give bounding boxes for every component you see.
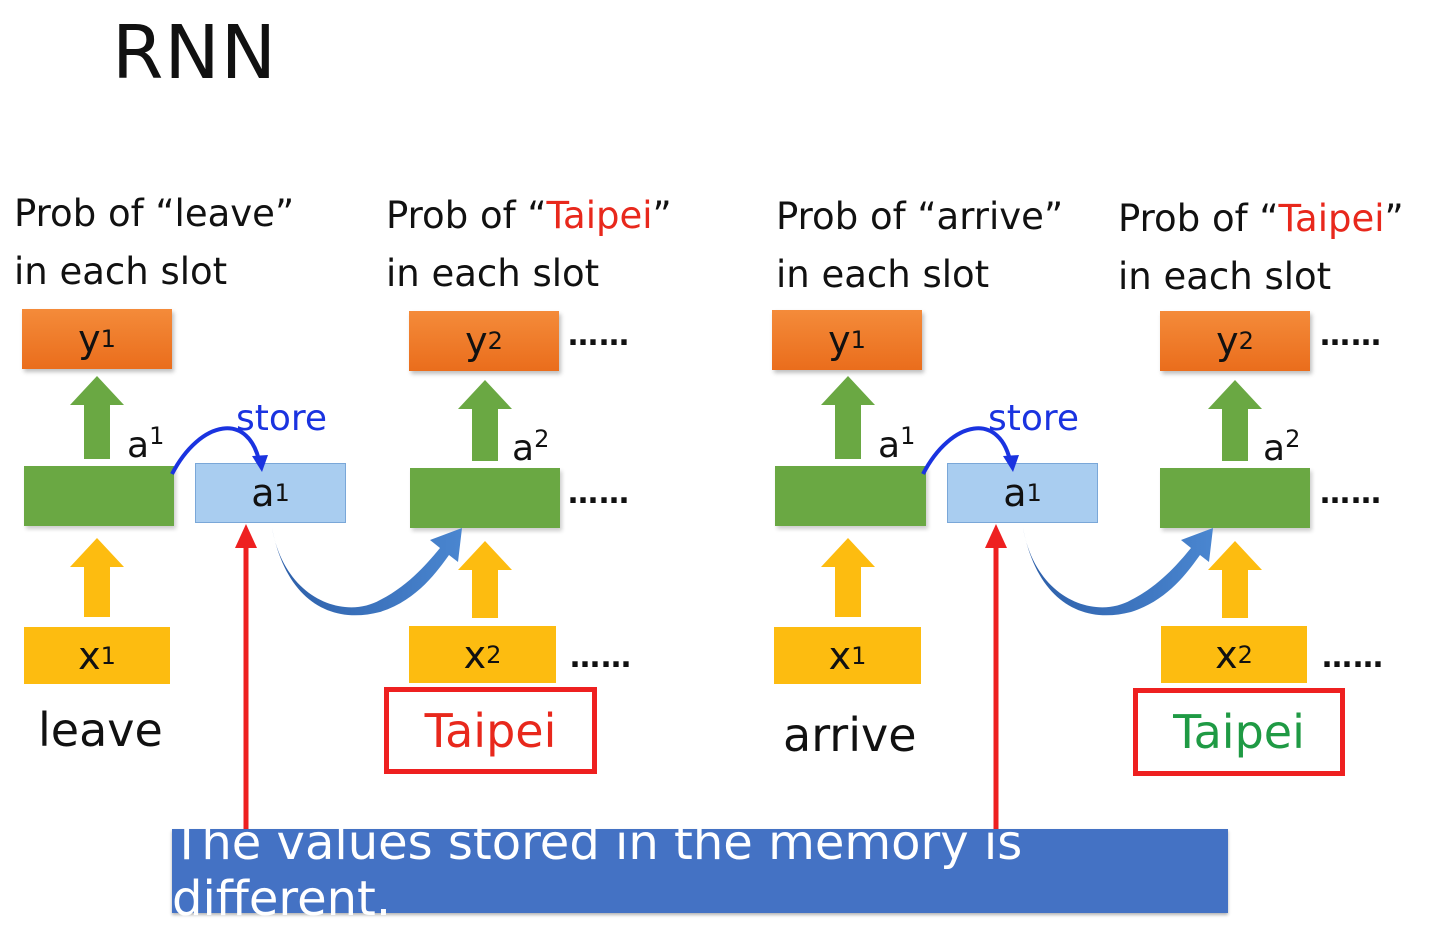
memory-label: a (1003, 471, 1027, 515)
output-label: y (828, 318, 851, 362)
hidden-label-sup: 1 (900, 422, 916, 450)
hidden-label-a1: a1 (127, 422, 165, 466)
caption-text: ” (274, 192, 295, 235)
hidden-label-a1: a1 (878, 422, 916, 466)
caption-2-1: Prob of “arrive” in each slot (776, 188, 1063, 304)
caption-text: Prob of “ (14, 192, 175, 235)
caption-1-1: Prob of “leave” in each slot (14, 185, 294, 301)
store-label: store (988, 398, 1080, 439)
ellipsis: …… (570, 640, 632, 675)
caption-word: Taipei (1278, 197, 1385, 240)
caption-1-2: Prob of “Taipei” in each slot (386, 187, 672, 303)
hidden-label-sup: 1 (149, 422, 165, 450)
slide-title: RNN (112, 10, 278, 96)
input-word-taipei-red: Taipei (384, 687, 597, 774)
hidden-layer-2 (1160, 468, 1310, 528)
red-pointer-arrow-icon (235, 524, 257, 829)
caption-text: Prob of “ (386, 194, 547, 237)
caption-word: leave (174, 192, 275, 235)
hidden-label-text: a (878, 425, 901, 466)
red-pointer-arrow-icon (985, 524, 1007, 829)
ellipsis: …… (1322, 640, 1384, 675)
up-arrow-icon (1208, 380, 1262, 461)
ellipsis: …… (568, 318, 630, 353)
input-label: x (1215, 632, 1238, 677)
up-arrow-icon (821, 376, 875, 459)
hidden-layer-1 (24, 466, 174, 526)
caption-text: Prob of “ (1118, 197, 1279, 240)
caption-text: in each slot (386, 252, 600, 295)
input-word-arrive: arrive (783, 708, 917, 762)
hidden-layer-2 (410, 468, 560, 528)
store-label: store (236, 398, 328, 439)
hidden-label-text: a (127, 425, 150, 466)
ellipsis: …… (1320, 476, 1382, 511)
hidden-layer-1 (775, 466, 926, 526)
ellipsis: …… (568, 476, 630, 511)
input-label: x (828, 633, 852, 678)
hidden-label-a2: a2 (512, 425, 550, 469)
input-label: x (78, 633, 101, 678)
up-arrow-icon (70, 538, 124, 617)
memory-label: a (251, 471, 275, 515)
recurrent-arrow-icon (1023, 528, 1213, 616)
output-label: y (465, 319, 488, 363)
input-word-leave: leave (38, 703, 163, 757)
caption-text: in each slot (14, 250, 228, 293)
hidden-label-text: a (1263, 428, 1286, 469)
output-label: y (78, 317, 101, 361)
caption-text: ” (652, 194, 672, 237)
caption-text: in each slot (1118, 255, 1332, 298)
caption-text: ” (1384, 197, 1404, 240)
caption-text: ” (1043, 195, 1064, 238)
hidden-label-text: a (512, 428, 535, 469)
caption-text: in each slot (776, 253, 990, 296)
input-label: x (463, 632, 487, 677)
memory-note-banner: The values stored in the memory is diffe… (172, 815, 1228, 927)
caption-2-2: Prob of “Taipei” in each slot (1118, 190, 1404, 306)
ellipsis: …… (1320, 318, 1382, 353)
up-arrow-icon (70, 376, 124, 459)
hidden-label-sup: 2 (1285, 425, 1301, 453)
input-word-text: Taipei (424, 703, 557, 758)
recurrent-arrow-icon (272, 528, 462, 616)
caption-word: Taipei (546, 194, 653, 237)
up-arrow-icon (458, 380, 512, 461)
up-arrow-icon (1208, 541, 1262, 618)
up-arrow-icon (458, 541, 512, 618)
output-label: y (1216, 319, 1239, 363)
hidden-label-a2: a2 (1263, 425, 1301, 469)
input-word-taipei-green: Taipei (1133, 688, 1345, 776)
input-word-text: Taipei (1173, 705, 1305, 759)
hidden-label-sup: 2 (534, 425, 550, 453)
caption-text: Prob of “ (776, 195, 937, 238)
caption-word: arrive (936, 195, 1044, 238)
up-arrow-icon (821, 538, 875, 617)
